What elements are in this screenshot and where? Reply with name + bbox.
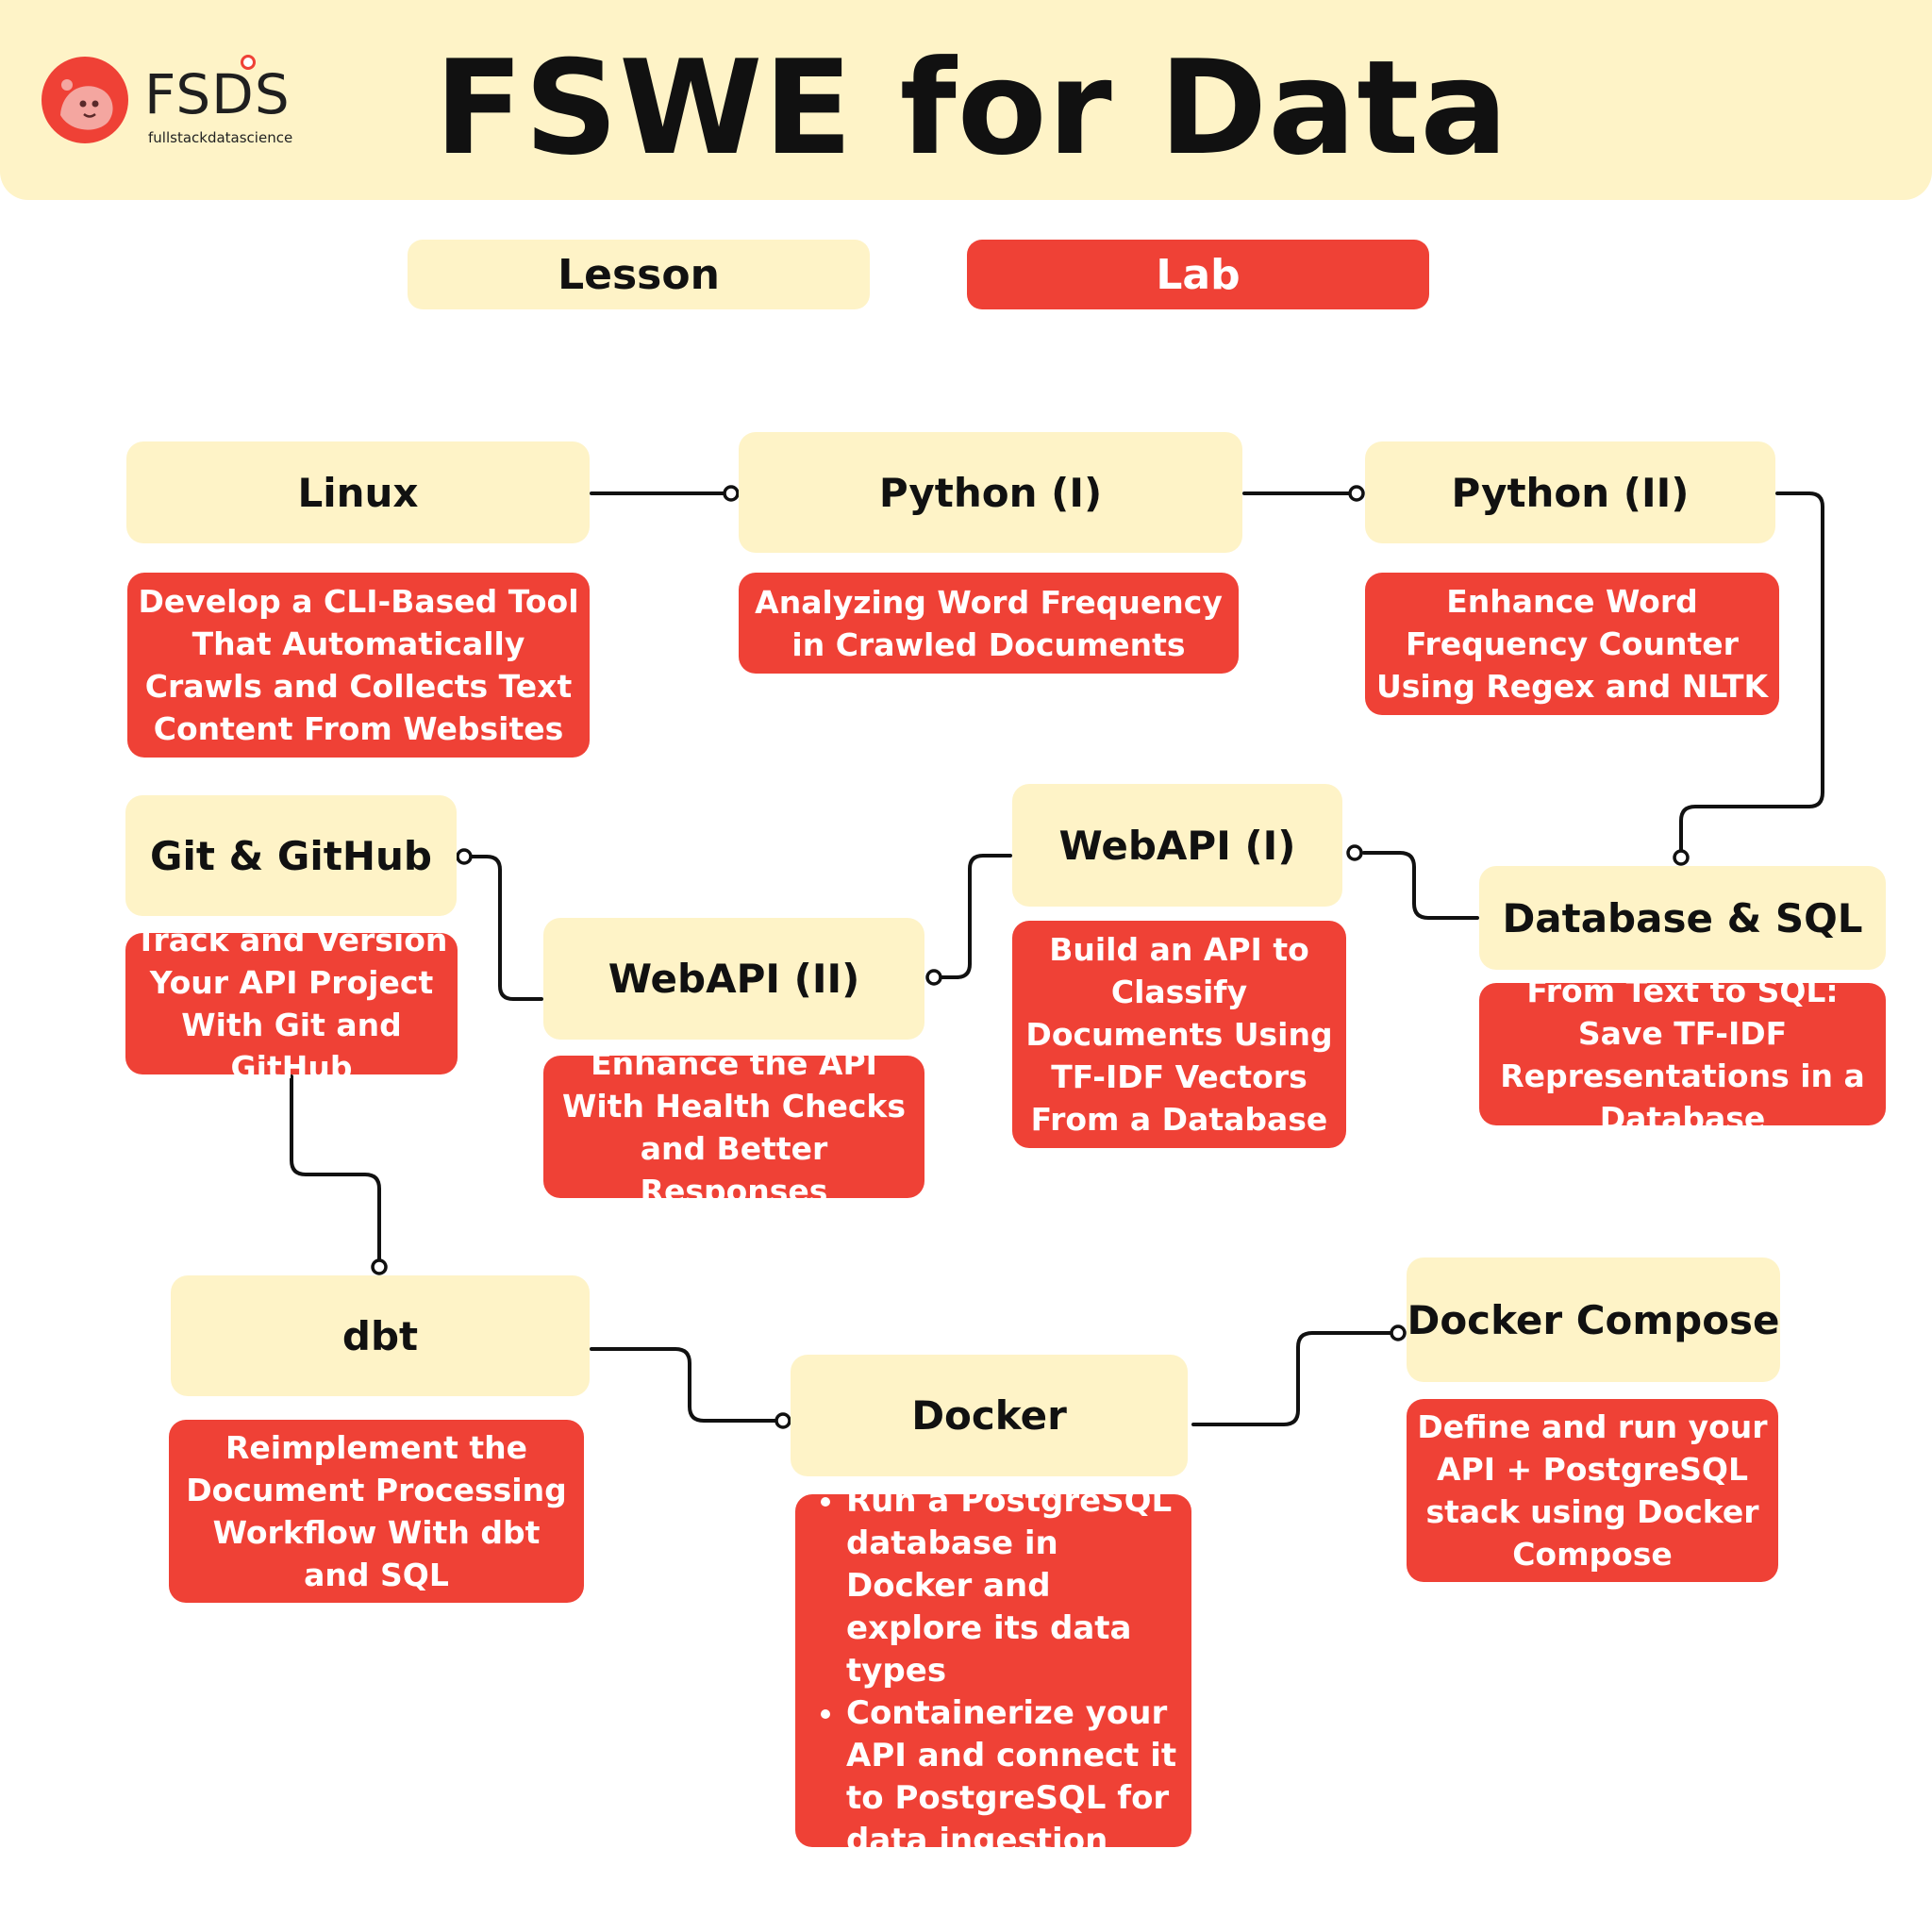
lab-python-1: Analyzing Word Frequency in Crawled Docu… bbox=[739, 573, 1239, 674]
lab-database-sql: From Text to SQL: Save TF-IDF Representa… bbox=[1479, 973, 1886, 1137]
connector-endpoint-webapi1 bbox=[1346, 844, 1363, 861]
lab-webapi-1: Build an API to Classify Documents Using… bbox=[1012, 921, 1346, 1148]
lesson-database-sql: Database & SQL bbox=[1479, 866, 1886, 970]
lesson-dbt: dbt bbox=[171, 1275, 590, 1396]
lesson-docker-compose: Docker Compose bbox=[1407, 1257, 1780, 1382]
lesson-webapi-2: WebAPI (II) bbox=[543, 918, 924, 1040]
lab-docker-compose: Define and run your API + PostgreSQL sta… bbox=[1407, 1399, 1778, 1582]
connector-endpoint-dbt bbox=[371, 1258, 388, 1275]
brand-subtitle: fullstackdatascience bbox=[148, 129, 293, 146]
lab-python-2: Enhance Word Frequency Counter Using Reg… bbox=[1365, 573, 1779, 715]
connector-python2-database bbox=[1679, 491, 1824, 853]
page-title: FSWE for Data bbox=[434, 32, 1509, 184]
lesson-docker: Docker bbox=[791, 1355, 1188, 1476]
connector-git-dbt bbox=[290, 1074, 381, 1261]
connector-dbt-docker bbox=[590, 1347, 778, 1423]
lesson-webapi-1: WebAPI (I) bbox=[1012, 784, 1342, 907]
connector-endpoint-compose bbox=[1390, 1324, 1407, 1341]
connector-endpoint-git bbox=[456, 848, 473, 865]
lesson-git-github: Git & GitHub bbox=[125, 795, 457, 916]
connector-endpoint-python2 bbox=[1348, 485, 1365, 502]
connector-endpoint-webapi2 bbox=[925, 969, 942, 986]
lab-dbt: Reimplement the Document Processing Work… bbox=[169, 1420, 584, 1603]
connector-webapi1-webapi2 bbox=[940, 854, 1012, 979]
docker-lab-item: Containerize your API and connect it to … bbox=[846, 1692, 1184, 1862]
legend-lab: Lab bbox=[967, 240, 1429, 309]
lesson-python-2: Python (II) bbox=[1365, 441, 1775, 543]
connector-docker-compose bbox=[1191, 1331, 1393, 1426]
docker-lab-list: Run a PostgreSQL database in Docker and … bbox=[803, 1480, 1184, 1862]
lab-linux: Develop a CLI-Based Tool That Automatica… bbox=[127, 573, 590, 758]
connector-database-webapi1 bbox=[1362, 851, 1479, 920]
connector-endpoint-database bbox=[1673, 849, 1690, 866]
lab-git-github: Track and Version Your API Project With … bbox=[125, 922, 458, 1086]
connector-endpoint-python1 bbox=[723, 485, 740, 502]
header-banner: FSDS fullstackdatascience FSWE for Data bbox=[0, 0, 1932, 200]
docker-lab-item: Run a PostgreSQL database in Docker and … bbox=[846, 1480, 1184, 1692]
connector-endpoint-docker bbox=[774, 1412, 791, 1429]
lab-docker: Run a PostgreSQL database in Docker and … bbox=[795, 1482, 1191, 1859]
lesson-python-1: Python (I) bbox=[739, 432, 1242, 553]
fsds-logo-icon bbox=[42, 57, 128, 143]
brand-accent-icon bbox=[241, 55, 256, 70]
brand-name: FSDS bbox=[144, 62, 291, 126]
lab-webapi-2: Enhance the API With Health Checks and B… bbox=[543, 1045, 924, 1209]
connector-webapi2-git bbox=[470, 855, 543, 1001]
legend-lesson: Lesson bbox=[408, 240, 870, 309]
lesson-linux: Linux bbox=[126, 441, 590, 543]
